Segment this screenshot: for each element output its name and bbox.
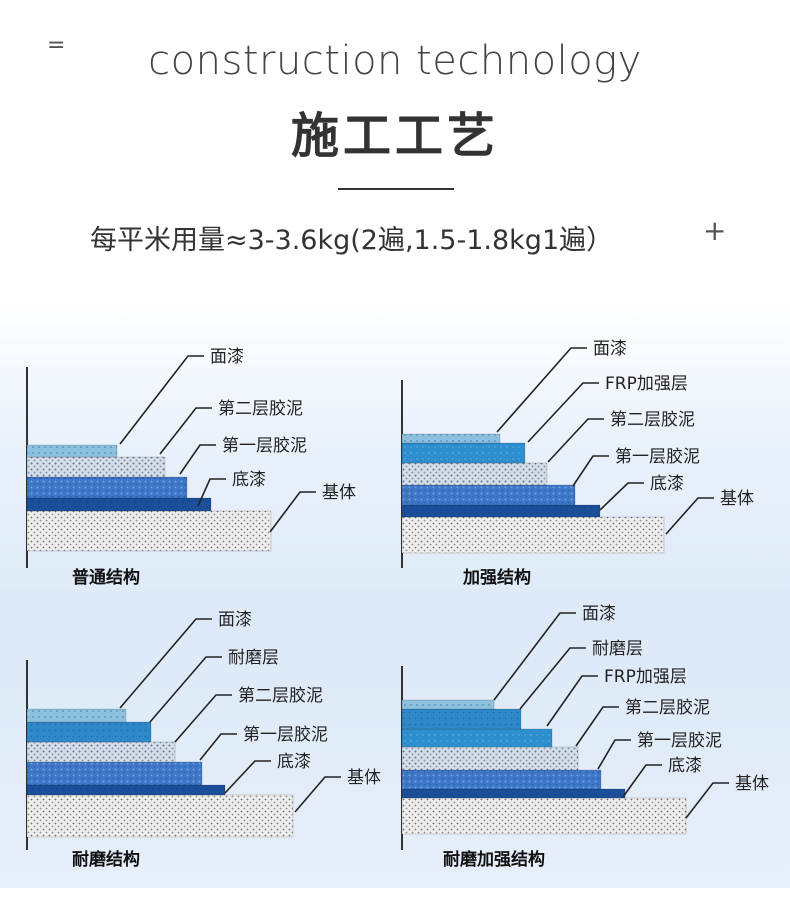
title-divider <box>338 188 454 190</box>
leader-line <box>119 355 204 445</box>
usage-note: 每平米用量≈3-3.6kg(2遍,1.5-1.8kg1遍） <box>90 225 614 256</box>
layer-base-band <box>26 510 272 552</box>
layer-label: 第一层胶泥 <box>222 436 307 456</box>
layer-putty-band <box>401 484 576 506</box>
leader-line <box>199 733 237 761</box>
layer-label: 基体 <box>720 489 754 509</box>
leader-line <box>622 764 662 798</box>
layer-label: 面漆 <box>593 339 627 359</box>
structure-caption: 加强结构 <box>462 567 531 588</box>
leader-line <box>269 491 316 533</box>
layer-putty_light-band <box>401 462 548 486</box>
layer-primer-band <box>401 788 626 799</box>
leader-line <box>159 407 212 455</box>
leader-line <box>665 497 714 535</box>
leader-line <box>546 675 598 727</box>
layer-label: 基体 <box>322 483 356 503</box>
layer-label: 第一层胶泥 <box>637 731 722 751</box>
page-header: = construction technology 施工工艺 每平米用量≈3-3… <box>0 0 790 300</box>
panels-group: 基体底漆第一层胶泥第二层胶泥面漆普通结构基体底漆第一层胶泥第二层胶泥FRP加强层… <box>26 339 769 870</box>
leader-line <box>572 455 609 487</box>
leader-line <box>179 444 216 475</box>
english-title: construction technology <box>148 38 642 84</box>
layer-primer-band <box>401 504 601 518</box>
layer-label: 底漆 <box>277 752 311 772</box>
layer-label: 面漆 <box>218 610 252 630</box>
leader-line <box>599 482 644 511</box>
layer-putty-band <box>26 476 188 499</box>
structure-caption: 耐磨加强结构 <box>443 849 545 870</box>
layer-frp-band <box>401 442 526 464</box>
layer-putty-band <box>401 769 602 790</box>
layer-putty_light-band <box>26 741 176 763</box>
footer-strip <box>0 888 790 914</box>
leader-line <box>547 418 604 463</box>
structure-caption: 耐磨结构 <box>72 849 140 870</box>
layer-label: 基体 <box>735 774 769 794</box>
layer-label: FRP加强层 <box>605 374 688 394</box>
leader-line <box>174 694 232 743</box>
leader-line <box>597 739 631 770</box>
layer-topcoat-band <box>26 444 118 458</box>
leader-line <box>519 647 586 710</box>
structure-caption: 普通结构 <box>72 567 140 588</box>
layer-putty_light-band <box>401 746 579 771</box>
layer-label: 第二层胶泥 <box>218 399 303 419</box>
layer-label: 底漆 <box>232 470 266 490</box>
leader-line <box>224 760 271 794</box>
leader-line <box>294 776 341 813</box>
layer-topcoat-band <box>401 699 495 710</box>
layer-label: 面漆 <box>210 347 244 367</box>
leader-line <box>149 656 222 723</box>
layer-base-band <box>26 794 294 838</box>
layer-putty-band <box>26 761 203 786</box>
layer-topcoat-band <box>26 708 127 723</box>
layer-label: 第一层胶泥 <box>243 725 328 745</box>
leader-line <box>527 382 599 443</box>
layer-wear-band <box>26 721 152 743</box>
leader-line <box>575 706 619 747</box>
leader-line <box>496 347 587 433</box>
leader-line <box>493 612 576 701</box>
menu-icon: = <box>47 33 66 58</box>
leader-line <box>119 618 212 709</box>
layer-label: 耐磨层 <box>228 648 279 668</box>
layer-label: 面漆 <box>582 604 616 624</box>
layer-label: 底漆 <box>668 756 702 776</box>
plus-icon: + <box>703 214 727 247</box>
layer-primer-band <box>26 784 226 796</box>
layer-putty_light-band <box>26 456 166 478</box>
layer-label: FRP加强层 <box>604 667 687 687</box>
layer-frp-band <box>401 728 553 748</box>
layer-label: 第二层胶泥 <box>610 410 695 430</box>
layer-primer-band <box>26 497 212 512</box>
layer-label: 第二层胶泥 <box>238 686 323 706</box>
layer-label: 第一层胶泥 <box>615 447 700 467</box>
layer-topcoat-band <box>401 433 501 444</box>
layer-label: 基体 <box>347 768 381 788</box>
leader-line <box>685 782 729 819</box>
layer-label: 第二层胶泥 <box>625 698 710 718</box>
layer-base-band <box>401 797 687 835</box>
layer-base-band <box>401 516 665 554</box>
leader-line <box>197 478 226 507</box>
layer-wear-band <box>401 708 522 730</box>
chinese-title: 施工工艺 <box>290 108 499 164</box>
layer-label: 耐磨层 <box>592 639 643 659</box>
layer-label: 底漆 <box>650 474 684 494</box>
